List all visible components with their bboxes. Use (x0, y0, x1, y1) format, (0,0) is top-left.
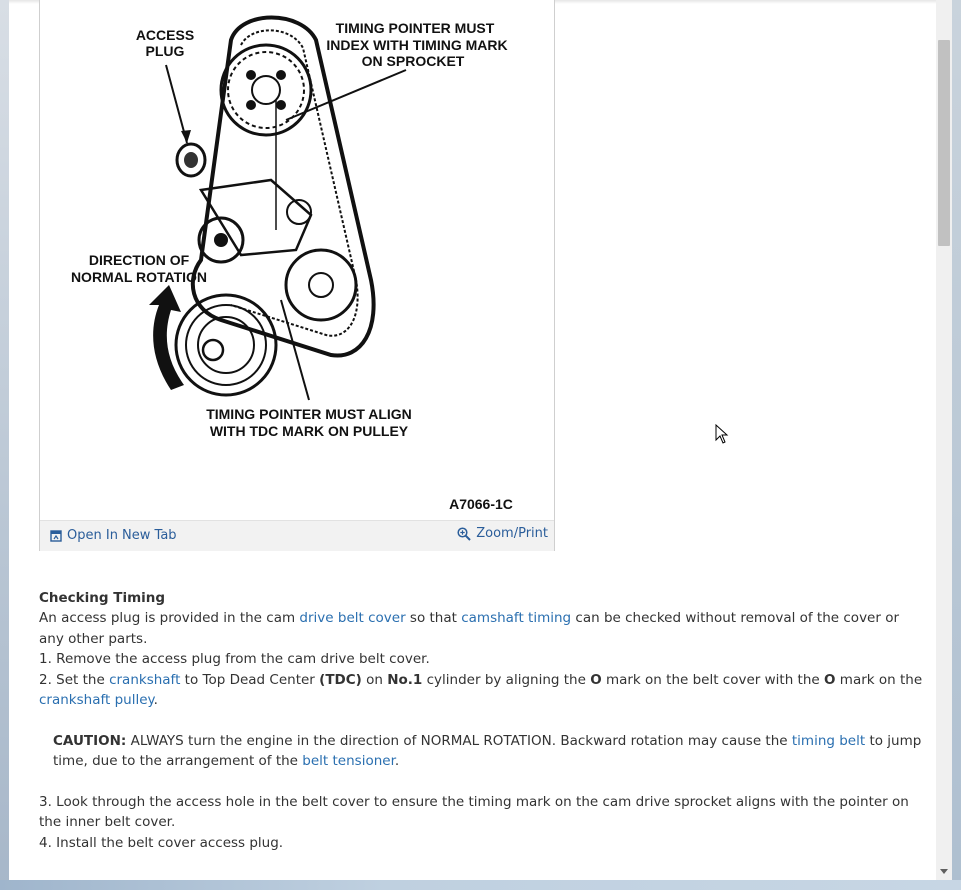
scrollbar-thumb[interactable] (938, 40, 950, 246)
open-tab-icon (50, 529, 62, 542)
step-3: 3. Look through the access hole in the b… (39, 794, 909, 831)
window-right-frame (952, 0, 961, 890)
label-pointer-bottom-2: WITH TDC MARK ON PULLEY (210, 423, 409, 439)
timing-belt-link[interactable]: timing belt (791, 732, 866, 749)
zoom-print-link[interactable]: Zoom/Print (457, 526, 548, 541)
window-bottom-frame (0, 880, 961, 890)
label-rotation-2: NORMAL ROTATION (71, 269, 207, 285)
label-pointer-bottom-1: TIMING POINTER MUST ALIGN (206, 406, 412, 422)
drive-belt-cover-link[interactable]: drive belt cover (299, 610, 406, 627)
scroll-down-arrow-icon[interactable] (939, 866, 949, 876)
belt-tensioner-link[interactable]: belt tensioner (302, 753, 395, 770)
intro-paragraph: An access plug is provided in the cam dr… (39, 610, 900, 647)
figure-code: A7066-1C (449, 496, 513, 512)
caution-paragraph: CAUTION: ALWAYS turn the engine in the d… (53, 732, 922, 770)
label-access-plug-1: ACCESS (136, 27, 194, 43)
label-access-plug-2: PLUG (146, 43, 185, 59)
timing-belt-diagram: ACCESS PLUG TIMING POINTER MUST INDEX WI… (71, 15, 513, 512)
label-pointer-top-1: TIMING POINTER MUST (336, 20, 495, 36)
figure-footer: Open In New Tab Zoom/Print (40, 520, 554, 551)
label-rotation-1: DIRECTION OF (89, 252, 190, 268)
section-title: Checking Timing (39, 590, 166, 606)
article-body: Checking Timing An access plug is provid… (39, 588, 924, 853)
open-in-new-tab-link[interactable]: Open In New Tab (50, 528, 177, 543)
crankshaft-link[interactable]: crankshaft (109, 671, 181, 688)
camshaft-timing-link[interactable]: camshaft timing (461, 610, 572, 627)
label-pointer-top-3: ON SPROCKET (362, 53, 465, 69)
figure-card: ACCESS PLUG TIMING POINTER MUST INDEX WI… (39, 0, 555, 551)
crankshaft-pulley-link[interactable]: crankshaft pulley (39, 692, 154, 709)
caution-label: CAUTION: (53, 732, 127, 749)
zoom-icon (457, 526, 471, 541)
step-2: 2. Set the crankshaft to Top Dead Center… (39, 671, 923, 709)
step-1: 1. Remove the access plug from the cam d… (39, 651, 430, 668)
window-left-frame (0, 0, 9, 890)
label-pointer-top-2: INDEX WITH TIMING MARK (326, 37, 507, 53)
step-4: 4. Install the belt cover access plug. (39, 834, 284, 851)
vertical-scrollbar[interactable] (936, 0, 952, 880)
open-tab-label: Open In New Tab (67, 528, 177, 543)
zoom-print-label: Zoom/Print (476, 526, 548, 541)
mouse-cursor-icon (715, 424, 729, 444)
